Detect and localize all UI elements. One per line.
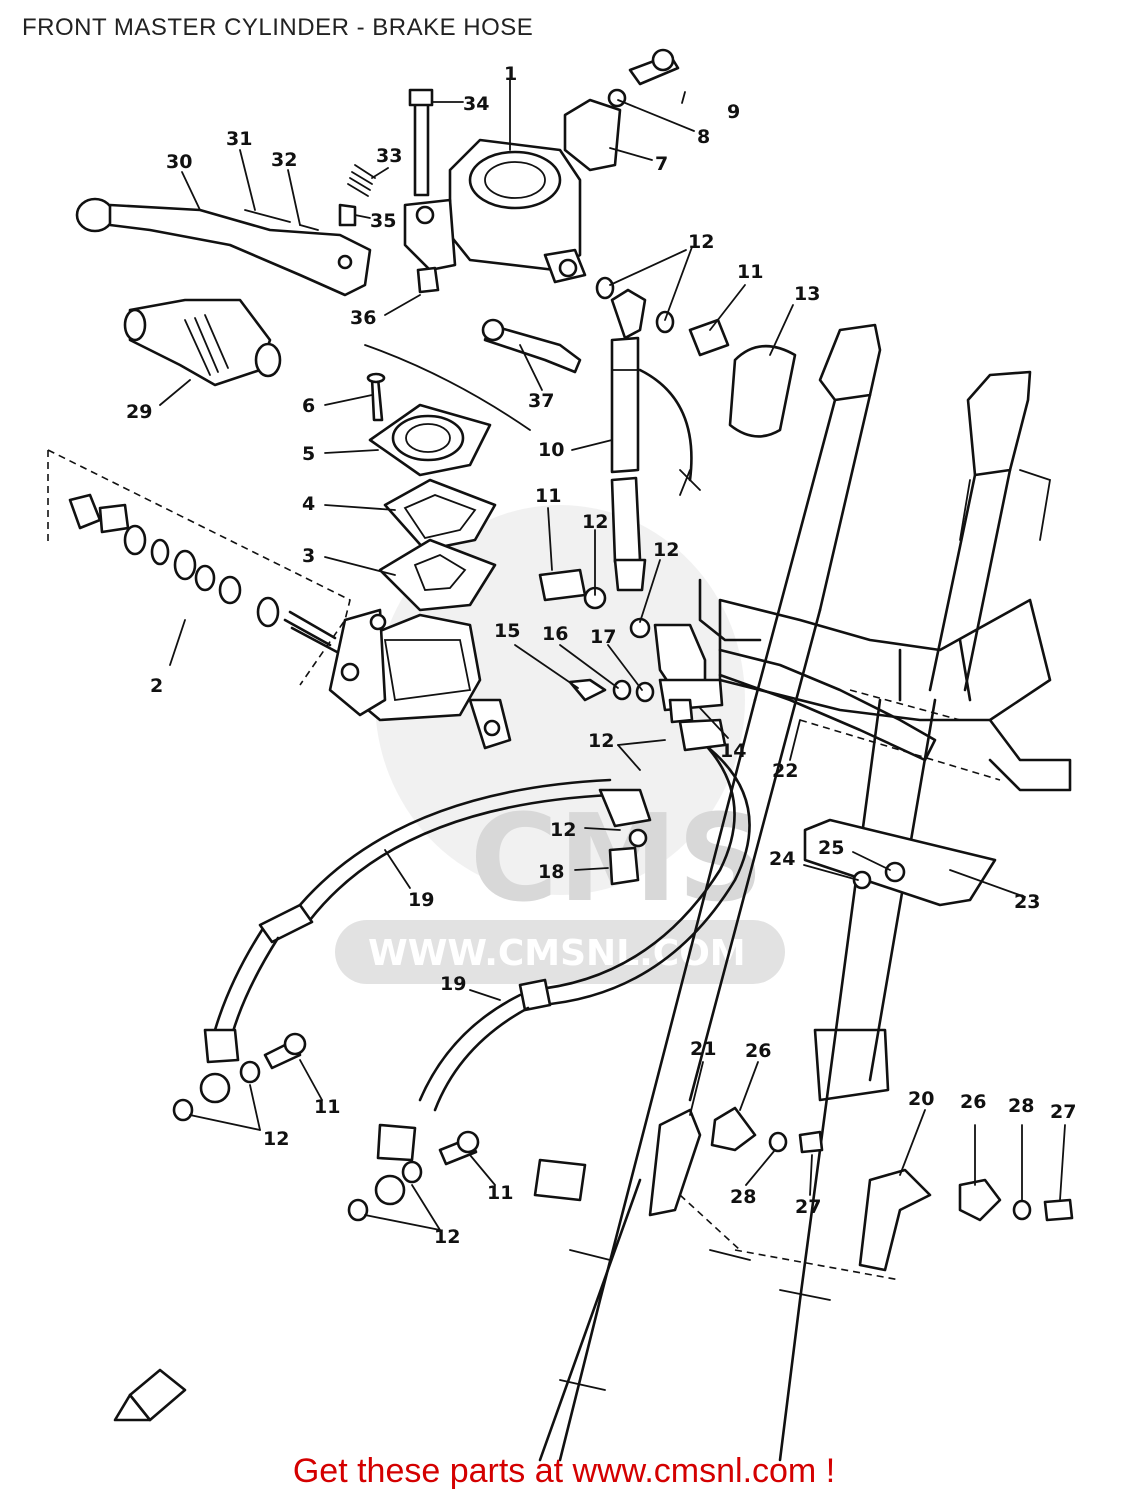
- callout-8: 8: [697, 126, 710, 148]
- callout-33: 33: [376, 145, 402, 167]
- callout-1: 1: [504, 63, 517, 85]
- brake-hose-joint: [538, 568, 937, 762]
- callout-11-top: 11: [737, 261, 763, 283]
- callout-27-right: 27: [1050, 1101, 1076, 1123]
- master-cylinder-lower: [47, 449, 512, 750]
- page-title: FRONT MASTER CYLINDER - BRAKE HOSE: [22, 14, 534, 41]
- callout-26-right: 26: [960, 1091, 986, 1113]
- callout-12-mid-a: 12: [582, 511, 608, 533]
- callout-36: 36: [350, 307, 376, 329]
- reservoir-diaphragm-parts: [364, 344, 531, 612]
- callout-13: 13: [794, 283, 820, 305]
- lower-brake-hoses: [172, 718, 751, 1222]
- callout-28-right: 28: [1008, 1095, 1034, 1117]
- brake-lever: [75, 88, 440, 297]
- callout-22: 22: [772, 760, 798, 782]
- callout-10: 10: [538, 439, 564, 461]
- callout-15: 15: [494, 620, 520, 642]
- leader-lines: [159, 79, 1066, 1231]
- callout-11-left: 11: [314, 1096, 340, 1118]
- callout-5: 5: [302, 443, 315, 465]
- hose-guides-and-brackets: [648, 818, 1074, 1281]
- callout-3: 3: [302, 545, 315, 567]
- callout-35: 35: [370, 210, 396, 232]
- callout-21: 21: [690, 1038, 716, 1060]
- callout-2: 2: [150, 675, 163, 697]
- upper-brake-hose: [481, 276, 797, 592]
- callout-12-joint: 12: [588, 730, 614, 752]
- master-cylinder-upper: [403, 138, 587, 284]
- callout-12-top: 12: [688, 231, 714, 253]
- footer-parts-link[interactable]: Get these parts at www.cmsnl.com !: [292, 1452, 836, 1490]
- callout-16: 16: [542, 623, 568, 645]
- callout-32: 32: [271, 149, 297, 171]
- callout-11-mid: 11: [535, 485, 561, 507]
- callout-30: 30: [166, 151, 192, 173]
- callout-12-mid-b: 12: [653, 539, 679, 561]
- handlebar-clamp: [563, 48, 680, 172]
- callout-4: 4: [302, 493, 315, 515]
- callout-26-upper: 26: [745, 1040, 771, 1062]
- callout-24: 24: [769, 848, 795, 870]
- callout-labels: 1 2 3 4 5 6 7 8 9 10 11 11 11 11 12 12 1…: [126, 63, 1076, 1248]
- callout-31: 31: [226, 128, 252, 150]
- callout-14: 14: [720, 740, 746, 762]
- callout-11-lower: 11: [487, 1182, 513, 1204]
- callout-23: 23: [1014, 891, 1040, 913]
- callout-17: 17: [590, 626, 616, 648]
- callout-27-mid: 27: [795, 1196, 821, 1218]
- callout-25: 25: [818, 837, 844, 859]
- brake-switch: [123, 298, 282, 387]
- callout-29: 29: [126, 401, 152, 423]
- watermark-url: WWW.CMSNL.COM: [368, 933, 746, 974]
- front-direction-arrow: [113, 1368, 187, 1422]
- callout-12-lower: 12: [434, 1226, 460, 1248]
- callout-7: 7: [655, 153, 668, 175]
- callout-19-upper: 19: [408, 889, 434, 911]
- callout-12-left: 12: [263, 1128, 289, 1150]
- callout-37: 37: [528, 390, 554, 412]
- callout-20: 20: [908, 1088, 934, 1110]
- callout-18: 18: [538, 861, 564, 883]
- callout-28-mid: 28: [730, 1186, 756, 1208]
- callout-12-bolt: 12: [550, 819, 576, 841]
- callout-6: 6: [302, 395, 315, 417]
- callout-34: 34: [463, 93, 489, 115]
- callout-9: 9: [727, 101, 740, 123]
- callout-19-lower: 19: [440, 973, 466, 995]
